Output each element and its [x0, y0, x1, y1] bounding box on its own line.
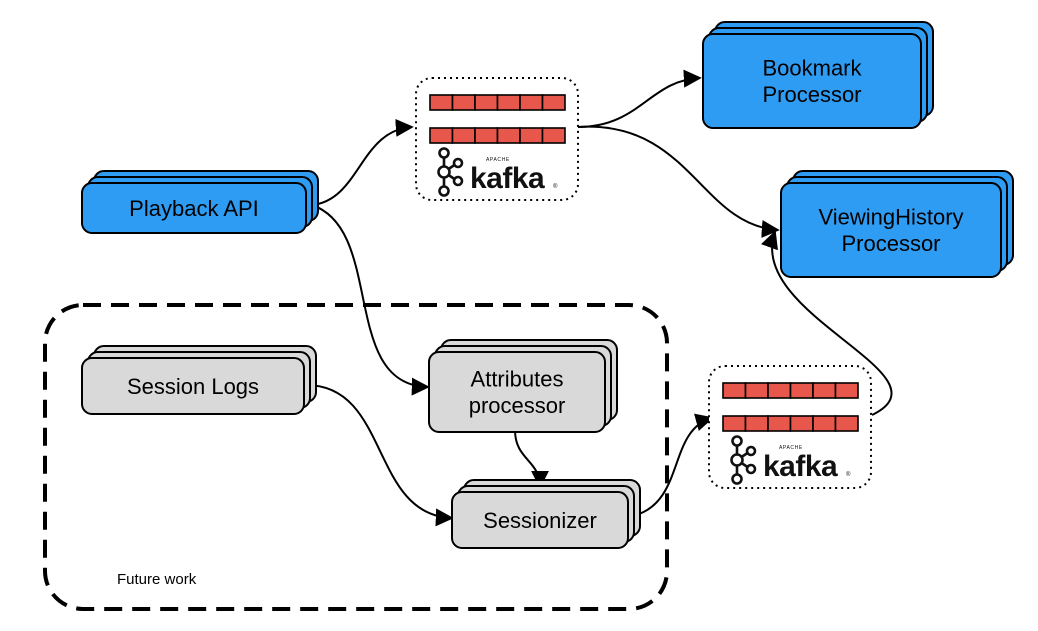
kafka-brand-text: kafka: [470, 162, 545, 195]
node-box: [702, 33, 922, 129]
edge-kafka-top-to-viewinghistory: [577, 125, 780, 238]
node-label-line: Playback API: [129, 196, 259, 221]
kafka-registered-mark: ®: [846, 471, 851, 478]
node-label-line: Processor: [762, 82, 861, 107]
queue-cell: [451, 94, 476, 111]
queue-cell: [519, 94, 544, 111]
future-work-label: Future work: [117, 571, 197, 588]
queue-cell: [767, 415, 792, 432]
message-queue-icon: [429, 94, 566, 144]
queue-cell: [429, 127, 454, 144]
queue-cell: [474, 127, 499, 144]
node-box: [81, 357, 305, 415]
queue-cell: [474, 94, 499, 111]
queue-cell: [496, 127, 521, 144]
queue-cell: [744, 382, 769, 399]
kafka-logo-icon: APACHE kafka ®: [730, 435, 851, 485]
node-label-line: ViewingHistory: [818, 205, 963, 230]
queue-cell: [451, 127, 476, 144]
queue-cell: [767, 382, 792, 399]
queue-cell: [812, 382, 837, 399]
edge-playback-to-kafka-top: [311, 118, 414, 206]
kafka-bottom: APACHE kafka ®: [708, 365, 872, 489]
node-label-line: Processor: [841, 231, 940, 256]
queue-cell: [429, 94, 454, 111]
kafka-brand-text: kafka: [763, 450, 838, 483]
kafka-apache-text: APACHE: [779, 445, 803, 451]
kafka-apache-text: APACHE: [486, 157, 510, 163]
queue-cell: [496, 94, 521, 111]
sessionizer-node: Sessionizer: [451, 479, 641, 549]
queue-cell: [744, 415, 769, 432]
session-logs-node: Session Logs: [81, 345, 317, 415]
node-box: [451, 491, 629, 549]
message-queue-icon: [722, 382, 859, 432]
queue-cell: [541, 94, 566, 111]
node-label-line: Session Logs: [127, 374, 259, 399]
node-box: [780, 182, 1002, 278]
queue-cell: [722, 415, 747, 432]
queue-cell: [722, 382, 747, 399]
connectors: [305, 69, 893, 527]
queue-cell: [519, 127, 544, 144]
queue-cell: [834, 382, 859, 399]
edge-playback-to-attributes: [311, 204, 430, 396]
node-label-line: processor: [469, 393, 566, 418]
kafka-top: APACHE kafka ®: [415, 77, 579, 201]
queue-cell: [834, 415, 859, 432]
queue-cell: [812, 415, 837, 432]
queue-cell: [789, 382, 814, 399]
edge-sessionizer-to-kafka-bottom: [635, 413, 714, 516]
playback-api-node: Playback API: [81, 170, 319, 234]
queue-cell: [541, 127, 566, 144]
kafka-registered-mark: ®: [553, 183, 558, 190]
edge-attributes-to-sessionizer: [514, 429, 549, 489]
kafka-logo-icon: APACHE kafka ®: [437, 147, 558, 197]
node-label-line: Attributes: [471, 367, 564, 392]
node-box: [428, 351, 606, 433]
edge-kafka-top-to-bookmark: [577, 69, 702, 128]
edge-sessionlogs-to-sessionizer: [305, 384, 454, 527]
edge-kafka-bottom-to-viewinghistory: [761, 230, 893, 416]
node-box: [81, 182, 307, 234]
future-work-region: Future work: [43, 303, 669, 611]
node-label-line: Sessionizer: [483, 508, 597, 533]
node-label-line: Bookmark: [762, 56, 862, 81]
queue-cell: [789, 415, 814, 432]
